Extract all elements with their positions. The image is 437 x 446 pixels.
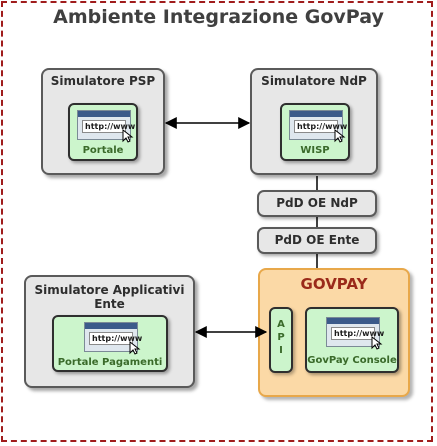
simulatore-ndp-box: Simulatore NdP http://www WISP	[250, 68, 378, 175]
portale-pagamenti-label: Portale Pagamenti	[57, 357, 163, 368]
govpay-console-node: http://www GovPay Console	[305, 307, 399, 373]
api-letter-a: A	[277, 319, 285, 330]
browser-icon: http://www	[84, 322, 142, 355]
govpay-box: GOVPAY A P I http://www GovPay Console	[258, 268, 410, 397]
simulatore-ndp-label: Simulatore NdP	[261, 74, 367, 88]
browser-icon: http://www	[77, 110, 135, 143]
portale-pagamenti-node: http://www Portale Pagamenti	[52, 315, 168, 372]
govpay-console-label: GovPay Console	[307, 355, 397, 366]
api-node: A P I	[269, 307, 293, 373]
pdd-oe-ente: PdD OE Ente	[257, 227, 377, 254]
wisp-label: WISP	[300, 145, 330, 156]
pdd-oe-ndp: PdD OE NdP	[257, 190, 377, 217]
wisp-node: http://www WISP	[280, 103, 350, 161]
environment-frame	[1, 1, 433, 442]
simulatore-applicativi-ente-box: Simulatore Applicativi Ente http://www P…	[24, 275, 195, 388]
simulatore-psp-label: Simulatore PSP	[50, 74, 156, 88]
api-letter-p: P	[277, 332, 285, 343]
govpay-title: GOVPAY	[300, 275, 368, 293]
simulatore-psp-box: Simulatore PSP http://www Portale	[41, 68, 165, 175]
api-letter-i: I	[279, 345, 283, 356]
browser-icon: http://www	[289, 110, 347, 143]
portale-label: Portale	[82, 145, 124, 156]
diagram-title: Ambiente Integrazione GovPay	[53, 6, 384, 28]
portale-node: http://www Portale	[68, 103, 138, 161]
browser-icon: http://www	[326, 317, 384, 350]
simulatore-applicativi-ente-label: Simulatore Applicativi Ente	[34, 283, 185, 311]
